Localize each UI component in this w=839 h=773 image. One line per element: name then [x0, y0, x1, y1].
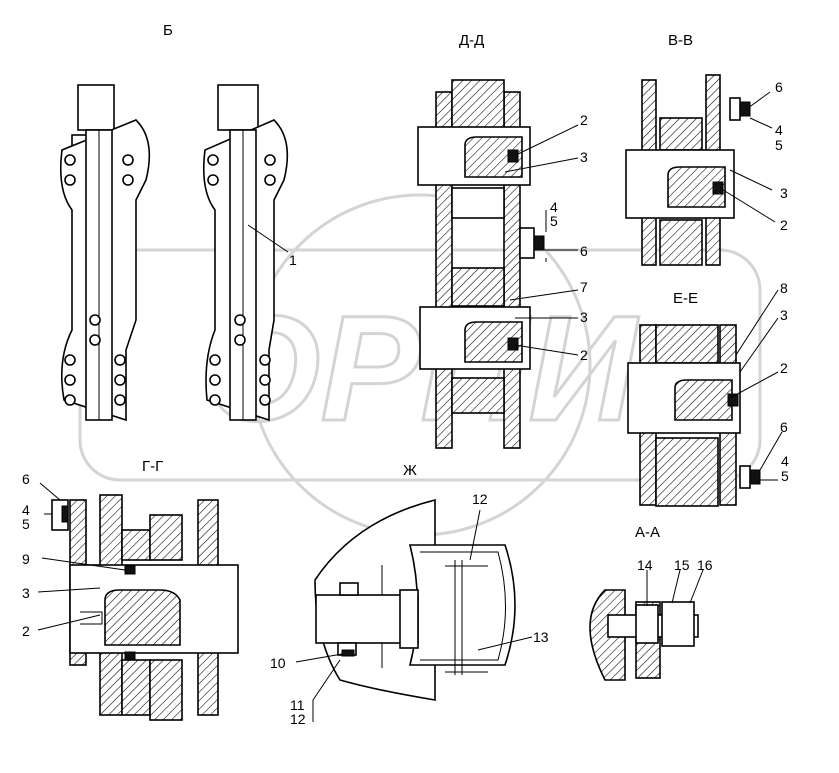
callout-gg-6: 6	[22, 471, 30, 487]
callout-dd-3a: 3	[580, 149, 588, 165]
callout-vv-6: 6	[775, 79, 783, 95]
callout-vv-2: 2	[780, 217, 788, 233]
callout-aa-16: 16	[697, 557, 713, 573]
view-ee: Е-Е 8 3 2 6 4 5	[627, 280, 789, 507]
callout-ee-5: 5	[781, 468, 789, 484]
callout-dd-5: 5	[550, 213, 558, 229]
view-label-zh: Ж	[403, 462, 417, 479]
view-label-vv: В-В	[668, 32, 693, 49]
view-vv: В-В 6 4 5 3 2	[625, 32, 788, 266]
bracket-right	[202, 84, 289, 422]
callout-gg-4: 4	[22, 502, 30, 518]
callout-dd-3b: 3	[580, 309, 588, 325]
view-gg: Г-Г 6 4 5 9 3 2	[22, 458, 239, 721]
callout-zh-10: 10	[270, 655, 286, 671]
callout-dd-2a: 2	[580, 112, 588, 128]
callout-ee-2: 2	[780, 360, 788, 376]
view-aa: А-А 14 15 16	[589, 524, 713, 681]
callout-aa-15: 15	[674, 557, 690, 573]
callout-ee-4: 4	[781, 453, 789, 469]
callout-ee-6: 6	[780, 419, 788, 435]
view-label-gg: Г-Г	[142, 458, 163, 475]
view-label-b: Б	[163, 22, 173, 39]
view-label-ee: Е-Е	[673, 290, 698, 307]
callout-dd-6: 6	[580, 243, 588, 259]
callout-vv-5: 5	[775, 137, 783, 153]
callout-zh-12a: 12	[472, 491, 488, 507]
view-zh: Ж 12 13 10 11 12	[270, 462, 549, 727]
callout-gg-2: 2	[22, 623, 30, 639]
callout-zh-12b: 12	[290, 711, 306, 727]
callout-gg-9: 9	[22, 551, 30, 567]
view-label-aa: А-А	[635, 524, 660, 541]
callout-ee-3: 3	[780, 307, 788, 323]
callout-vv-3: 3	[780, 185, 788, 201]
callout-dd-2b: 2	[580, 347, 588, 363]
callout-dd-4: 4	[550, 199, 558, 215]
callout-gg-5: 5	[22, 516, 30, 532]
bracket-left	[59, 84, 151, 422]
callout-vv-4: 4	[775, 122, 783, 138]
view-b: Б 1	[59, 22, 297, 422]
callout-zh-13: 13	[533, 629, 549, 645]
view-dd: Д-Д 2 3 4 5 6 7 3 2	[417, 32, 588, 449]
callout-dd-7: 7	[580, 279, 588, 295]
callout-zh-11: 11	[290, 697, 305, 713]
callout-ee-8: 8	[780, 280, 788, 296]
callout-b-1: 1	[289, 252, 297, 268]
view-label-dd: Д-Д	[459, 32, 484, 49]
callout-aa-14: 14	[637, 557, 653, 573]
callout-gg-3: 3	[22, 585, 30, 601]
